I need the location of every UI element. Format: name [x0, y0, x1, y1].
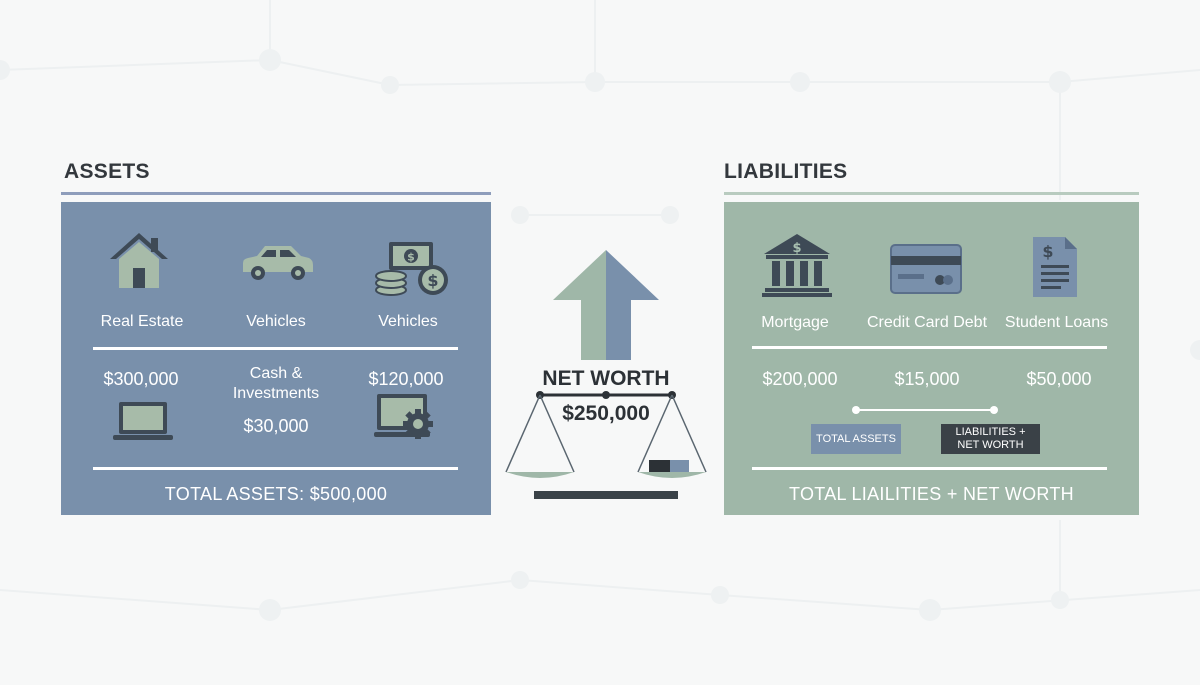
- assets-title: ASSETS: [64, 160, 150, 183]
- car-icon: [243, 246, 313, 280]
- asset-label-real-estate: Real Estate: [100, 313, 184, 330]
- svg-text:$: $: [1042, 242, 1053, 261]
- svg-text:$: $: [407, 251, 415, 264]
- asset-label-cash-investments: Cash & Investments: [232, 365, 320, 402]
- assets-divider-top: [93, 347, 458, 350]
- liabilities-panel: $ $ Mortgage Credit Card Debt Student Lo…: [724, 202, 1139, 515]
- liability-label-credit-card: Credit Card Debt: [866, 314, 988, 331]
- computer-settings-icon: [374, 394, 433, 439]
- balance-scale-icon: [505, 391, 707, 499]
- total-assets: TOTAL ASSETS: $500,000: [164, 484, 388, 504]
- liability-label-student-loans: Student Loans: [1004, 314, 1109, 331]
- liability-value-mortgage: $200,000: [762, 369, 838, 389]
- svg-text:$: $: [792, 241, 801, 256]
- net-worth-value: $250,000: [562, 402, 650, 425]
- liabilities-divider-top: [752, 346, 1107, 349]
- assets-panel: $ $ Real Estate Vehicles Vehicles $300,0…: [61, 202, 491, 515]
- document-dollar-icon: $: [1033, 237, 1077, 297]
- house-icon: [110, 233, 168, 288]
- asset-value-real-estate: $300,000: [103, 369, 179, 389]
- bank-icon: $: [762, 234, 832, 297]
- liability-value-student-loans: $50,000: [1026, 369, 1092, 389]
- liabilities-title: LIABILITIES: [724, 160, 848, 183]
- svg-text:$: $: [427, 271, 438, 290]
- laptop-icon: [113, 402, 173, 440]
- total-liabilities-net-worth: TOTAL LIAILITIES + NET WORTH: [789, 484, 1074, 504]
- net-worth-label: NET WORTH: [542, 367, 670, 390]
- connector-bar: [852, 406, 998, 414]
- liability-value-credit-card: $15,000: [894, 369, 960, 389]
- liabilities-net-worth-pill: LIABILITIES + NET WORTH: [941, 424, 1040, 454]
- asset-label-vehicles: Vehicles: [246, 313, 306, 330]
- liabilities-divider-bottom: [752, 467, 1107, 470]
- liability-label-mortgage: Mortgage: [761, 314, 829, 331]
- asset-value-vehicles: $120,000: [368, 369, 444, 389]
- liabilities-title-rule: [724, 192, 1139, 195]
- assets-title-rule: [61, 192, 491, 195]
- asset-value-cash: $30,000: [243, 416, 309, 436]
- up-arrow-icon: [553, 250, 659, 360]
- total-assets-pill: TOTAL ASSETS: [811, 424, 901, 454]
- cash-stack-icon: $ $: [375, 242, 448, 296]
- credit-card-icon: [890, 244, 962, 294]
- asset-label-vehicles-2: Vehicles: [378, 313, 438, 330]
- assets-divider-bottom: [93, 467, 458, 470]
